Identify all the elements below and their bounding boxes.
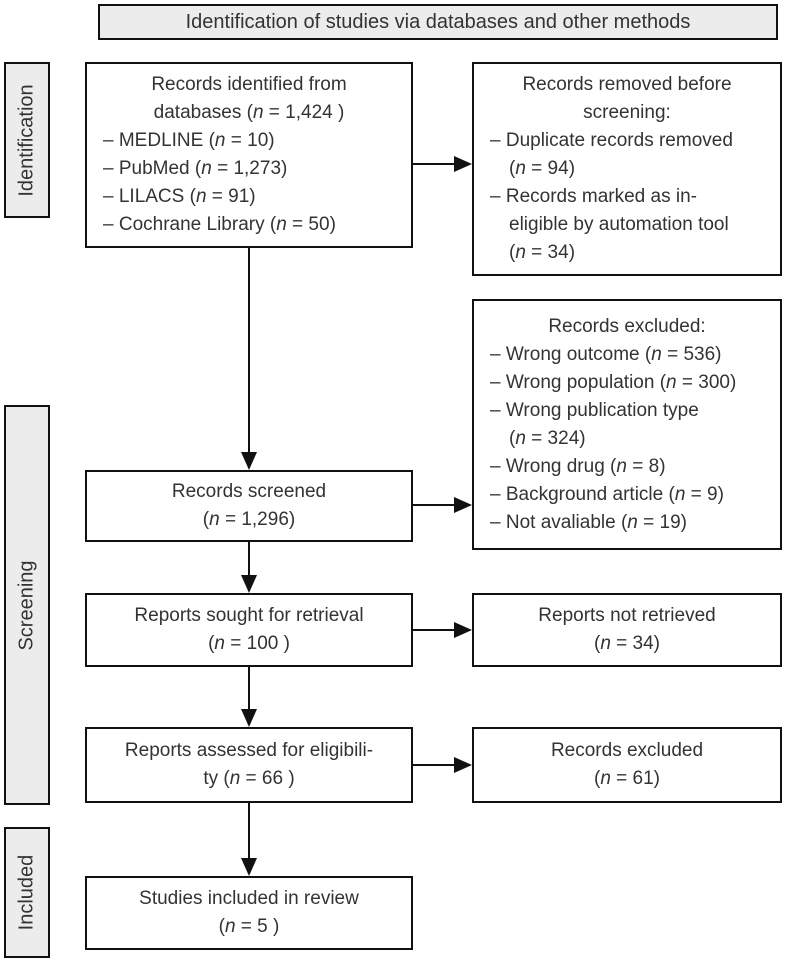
arrow-screened-to-sought-head: [241, 575, 257, 593]
text-line: – PubMed (n = 1,273): [103, 158, 288, 179]
stage-label-identification: Identification: [4, 62, 50, 218]
diagram-title: Identification of studies via databases …: [98, 4, 778, 40]
box-studies-included: Studies included in review (n = 5 ): [85, 876, 413, 950]
text-line: – Records marked as in-: [490, 186, 697, 207]
box-records-removed: Records removed before screening: – Dupl…: [472, 62, 782, 276]
text-line: – Wrong population (n = 300): [490, 371, 737, 393]
text-line: Reports sought for retrieval: [134, 605, 364, 626]
text-line: – Wrong publication type: [490, 399, 699, 421]
arrow-screened-to-excluded-head: [454, 497, 472, 513]
text-line: (n = 34): [509, 242, 576, 263]
arrow-assessed-to-excluded-line: [413, 764, 454, 766]
text-line: Reports assessed for eligibili-: [124, 740, 374, 761]
text-line: Records excluded: [550, 740, 704, 761]
text-line: Records screened: [171, 481, 327, 502]
diagram-title-text: Identification of studies via databases …: [185, 10, 691, 33]
text-line: – Cochrane Library (n = 50): [103, 214, 336, 235]
text-line: eligible by automation tool: [509, 214, 729, 235]
text-line: (n = 34): [593, 633, 661, 654]
box-reports-not-retrieved: Reports not retrieved (n = 34): [472, 593, 782, 667]
arrow-identified-to-removed-head: [454, 156, 472, 172]
text-line: (n = 94): [509, 158, 576, 179]
box-records-excluded-eligibility: Records excluded (n = 61): [472, 727, 782, 803]
text-line: – Not avaliable (n = 19): [490, 511, 687, 533]
box-records-excluded: Records excluded: – Wrong outcome (n = 5…: [472, 299, 782, 550]
arrow-identified-to-screened-head: [241, 452, 257, 470]
text-line: screening:: [583, 102, 671, 123]
stage-label-included: Included: [4, 827, 50, 958]
stage-label-screening: Screening: [4, 405, 50, 805]
text-line: Records identified from: [151, 74, 347, 95]
box-reports-assessed: Reports assessed for eligibili- ty (n = …: [85, 727, 413, 803]
arrow-sought-to-notretrieved-line: [413, 629, 454, 631]
text-line: (n = 1,296): [202, 509, 296, 530]
arrow-screened-to-excluded-line: [413, 504, 454, 506]
text-line: – Wrong drug (n = 8): [490, 455, 666, 477]
text-line: – Duplicate records removed: [490, 130, 733, 151]
arrow-screened-to-sought-line: [248, 542, 250, 575]
text-line: Reports not retrieved: [538, 605, 716, 626]
arrow-sought-to-assessed-line: [248, 667, 250, 709]
arrow-sought-to-notretrieved-head: [454, 622, 472, 638]
text-line: – LILACS (n = 91): [103, 186, 256, 207]
box-records-screened: Records screened (n = 1,296): [85, 470, 413, 542]
box-records-identified: Records identified from databases (n = 1…: [85, 62, 413, 248]
text-line: – Wrong outcome (n = 536): [490, 343, 722, 365]
text-line: (n = 100 ): [208, 633, 290, 654]
box-reports-sought: Reports sought for retrieval (n = 100 ): [85, 593, 413, 667]
text-line: Records removed before: [522, 74, 732, 95]
text-line: – MEDLINE (n = 10): [103, 130, 275, 151]
arrow-identified-to-removed-line: [413, 163, 454, 165]
arrow-identified-to-screened-line: [248, 248, 250, 452]
text-line: Records excluded:: [548, 315, 706, 337]
text-line: ty (n = 66 ): [203, 768, 295, 789]
text-line: databases (n = 1,424 ): [153, 102, 345, 123]
arrow-assessed-to-included-line: [248, 803, 250, 858]
arrow-sought-to-assessed-head: [241, 709, 257, 727]
text-line: (n = 324): [509, 427, 586, 449]
text-line: (n = 61): [593, 768, 661, 789]
text-line: – Background article (n = 9): [490, 483, 724, 505]
text-line: (n = 5 ): [218, 916, 280, 937]
arrow-assessed-to-excluded-head: [454, 757, 472, 773]
text-line: Studies included in review: [139, 888, 359, 909]
arrow-assessed-to-included-head: [241, 858, 257, 876]
